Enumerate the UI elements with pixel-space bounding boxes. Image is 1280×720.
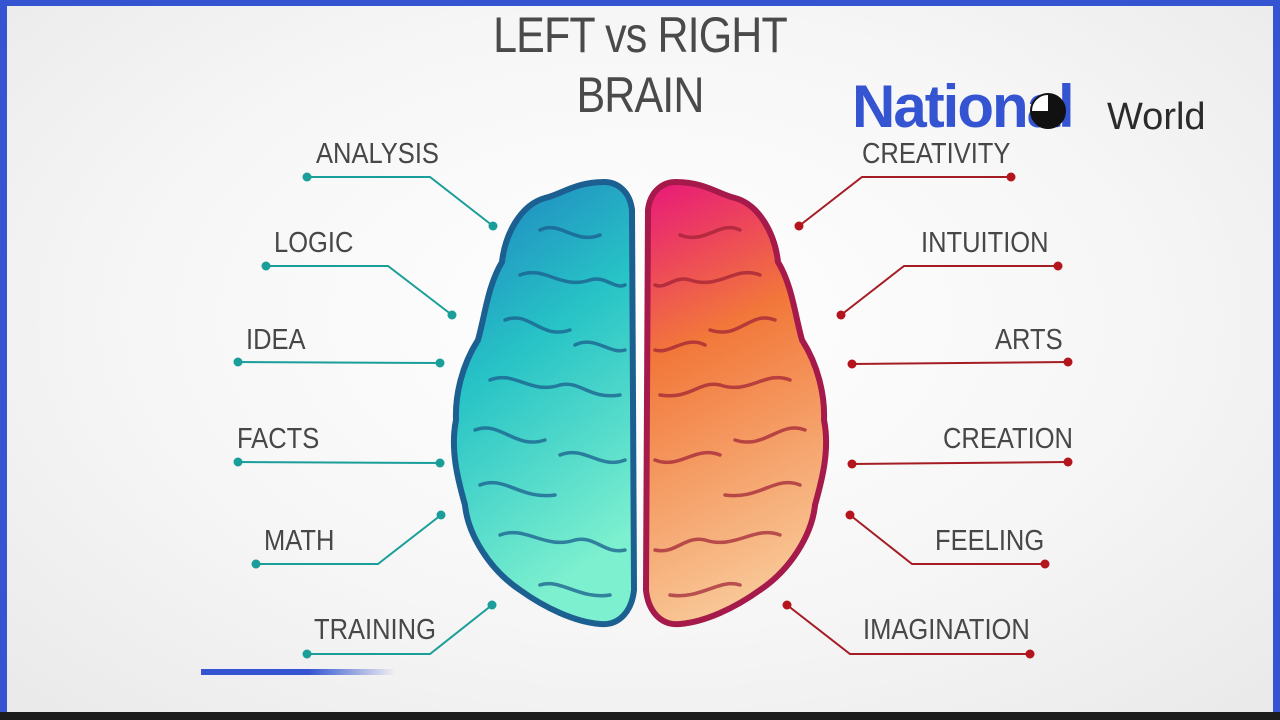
label-training: TRAINING (314, 614, 436, 646)
title-line-2: BRAIN (576, 67, 704, 123)
label-arts: ARTS (995, 324, 1063, 356)
frame-border-top (0, 0, 1280, 6)
accent-bar (201, 669, 396, 675)
title-line-1: LEFT vs RIGHT (493, 7, 788, 63)
connector-imagination (786, 604, 1030, 655)
connector-analysis (307, 176, 494, 227)
nationalworld-logo: National World (852, 74, 1212, 140)
logo-world-text: World (1107, 96, 1206, 138)
label-facts: FACTS (237, 423, 320, 455)
frame-border-left (0, 0, 7, 712)
label-intuition: INTUITION (921, 227, 1049, 259)
label-creation: CREATION (943, 423, 1073, 455)
label-imagination: IMAGINATION (863, 614, 1030, 646)
connector-training (307, 604, 493, 655)
label-feeling: FEELING (935, 525, 1045, 557)
label-idea: IDEA (246, 324, 306, 356)
connector-creativity (798, 176, 1011, 227)
connector-feeling (849, 514, 1045, 565)
connector-arts (851, 361, 1069, 365)
label-logic: LOGIC (274, 227, 354, 259)
connector-facts (237, 461, 441, 464)
label-math: MATH (264, 525, 335, 557)
label-analysis: ANALYSIS (316, 138, 439, 170)
connector-idea (237, 361, 441, 364)
left-hemisphere (450, 178, 638, 628)
right-hemisphere (642, 178, 830, 628)
connector-logic (266, 265, 453, 316)
connector-intuition (840, 265, 1058, 316)
label-creativity: CREATIVITY (862, 138, 1011, 170)
connector-creation (851, 461, 1069, 465)
frame-border-right (1273, 0, 1280, 712)
connector-math (256, 514, 442, 565)
logo-o-icon (1030, 93, 1066, 129)
